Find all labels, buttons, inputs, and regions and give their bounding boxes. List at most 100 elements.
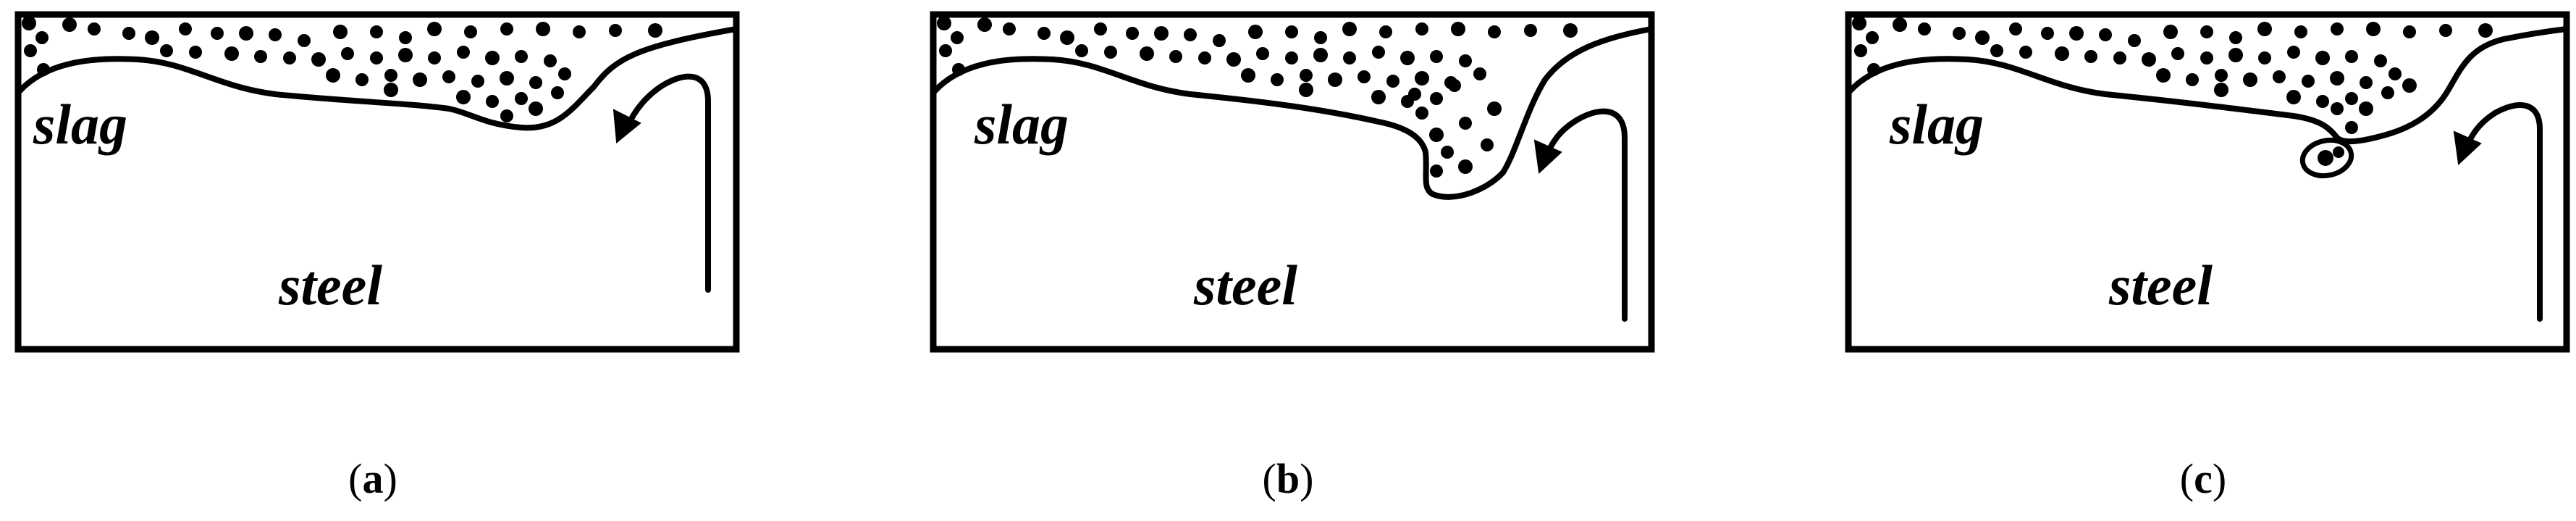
slag-particle xyxy=(2273,70,2286,83)
slag-particle xyxy=(500,22,513,36)
slag-particle xyxy=(1313,48,1328,62)
slag-particle xyxy=(269,28,282,41)
slag-particle xyxy=(1343,51,1356,64)
slag-particle xyxy=(355,73,369,86)
slag-particle xyxy=(1429,128,1444,142)
slag-particle xyxy=(648,23,662,38)
slag-particle xyxy=(1918,22,1931,36)
slag-particle xyxy=(2186,73,2199,86)
slag-particle xyxy=(2156,68,2171,83)
slag-particle xyxy=(442,70,455,83)
slag-particle xyxy=(500,71,514,86)
slag-particle xyxy=(1154,26,1169,41)
slag-particle xyxy=(427,22,442,36)
slag-particle xyxy=(1473,67,1486,80)
slag-particle xyxy=(1459,54,1472,67)
slag-particle xyxy=(2055,46,2069,61)
slag-particle xyxy=(2294,25,2307,38)
slag-particle xyxy=(1003,22,1016,36)
panel-b-slag-particles xyxy=(937,16,1578,178)
slag-particle xyxy=(2374,54,2387,67)
slag-particle xyxy=(145,30,159,45)
slag-particle xyxy=(2215,69,2228,82)
slag-particle xyxy=(951,31,964,44)
slag-particle xyxy=(1415,22,1428,36)
slag-particle xyxy=(1430,164,1443,178)
slag-particle xyxy=(311,52,326,67)
slag-particle xyxy=(1140,46,1154,61)
panel-a: slag steel (a) xyxy=(14,11,740,502)
slag-particle xyxy=(486,95,499,108)
panel-b: slag steel (b) xyxy=(930,11,1655,502)
panel-a-slag-steel-interface xyxy=(15,26,739,131)
panel-c-steel-label: steel xyxy=(2108,254,2213,317)
slag-particle xyxy=(485,51,500,65)
slag-particle xyxy=(370,51,383,64)
slag-particle xyxy=(1300,69,1313,82)
slag-particle xyxy=(1285,51,1298,64)
slag-particle xyxy=(1213,34,1226,47)
slag-particle xyxy=(179,22,192,36)
slag-particle xyxy=(160,44,173,57)
slag-particle xyxy=(88,22,101,36)
panel-c-frame xyxy=(1845,11,2570,353)
slag-particle xyxy=(224,46,239,61)
slag-particle xyxy=(2200,51,2213,64)
panel-c-slag-label: slag xyxy=(1889,93,1984,156)
slag-particle xyxy=(2381,86,2394,99)
slag-particle xyxy=(2113,51,2126,64)
slag-particle xyxy=(1184,28,1197,41)
slag-particle xyxy=(2302,75,2315,88)
slag-particle xyxy=(35,31,49,44)
slag-particle xyxy=(254,50,267,63)
slag-particle xyxy=(2388,67,2402,80)
slag-particle xyxy=(937,16,951,30)
slag-particle xyxy=(2243,72,2257,87)
slag-particle xyxy=(2214,83,2228,97)
slag-particle xyxy=(2229,31,2242,44)
slag-particle xyxy=(609,24,622,37)
slag-particle xyxy=(1198,51,1211,64)
slag-particle xyxy=(529,76,542,89)
panel-c-slag-steel-interface xyxy=(1845,26,2569,145)
panel-c: slag steel (c) xyxy=(1845,11,2570,502)
panel-a-slag-particles xyxy=(22,16,662,122)
slag-particle xyxy=(1408,88,1421,101)
slag-particle xyxy=(558,67,571,80)
slag-particle xyxy=(333,25,348,39)
slag-particle xyxy=(1448,79,1461,92)
slag-particle xyxy=(2084,50,2097,63)
slag-particle xyxy=(1241,68,1255,83)
slag-particle xyxy=(2163,25,2178,39)
slag-particle xyxy=(2171,47,2184,60)
slag-particle xyxy=(500,109,513,122)
slag-particle xyxy=(551,86,564,99)
slag-particle xyxy=(413,72,427,87)
panel-b-frame xyxy=(930,11,1655,353)
slag-particle xyxy=(2069,26,2084,41)
slag-particle xyxy=(2331,102,2344,115)
slag-particle xyxy=(1372,46,1385,59)
slag-particle xyxy=(977,17,992,32)
slag-particle xyxy=(1415,107,1428,120)
slag-particle xyxy=(2041,27,2054,40)
slag-particle xyxy=(515,92,528,105)
slag-particle xyxy=(326,68,340,83)
slag-particle xyxy=(1524,24,1537,37)
slag-particle xyxy=(2315,51,2330,65)
slag-particle xyxy=(2331,22,2344,36)
slag-particle xyxy=(1037,27,1051,40)
slag-particle xyxy=(398,48,413,62)
panel-b-steel-label: steel xyxy=(1193,254,1297,317)
slag-particle xyxy=(1481,138,1494,151)
slag-particle xyxy=(1854,44,1867,57)
panel-c-droplet-particle xyxy=(2318,150,2333,166)
slag-particle xyxy=(2359,101,2373,116)
panel-b-slag-label: slag xyxy=(974,93,1069,156)
slag-particle xyxy=(1271,73,1284,86)
slag-particle xyxy=(2200,25,2213,38)
slag-particle xyxy=(2403,25,2416,38)
slag-particle xyxy=(2142,52,2156,67)
panel-c-slag-particles xyxy=(1852,16,2493,134)
